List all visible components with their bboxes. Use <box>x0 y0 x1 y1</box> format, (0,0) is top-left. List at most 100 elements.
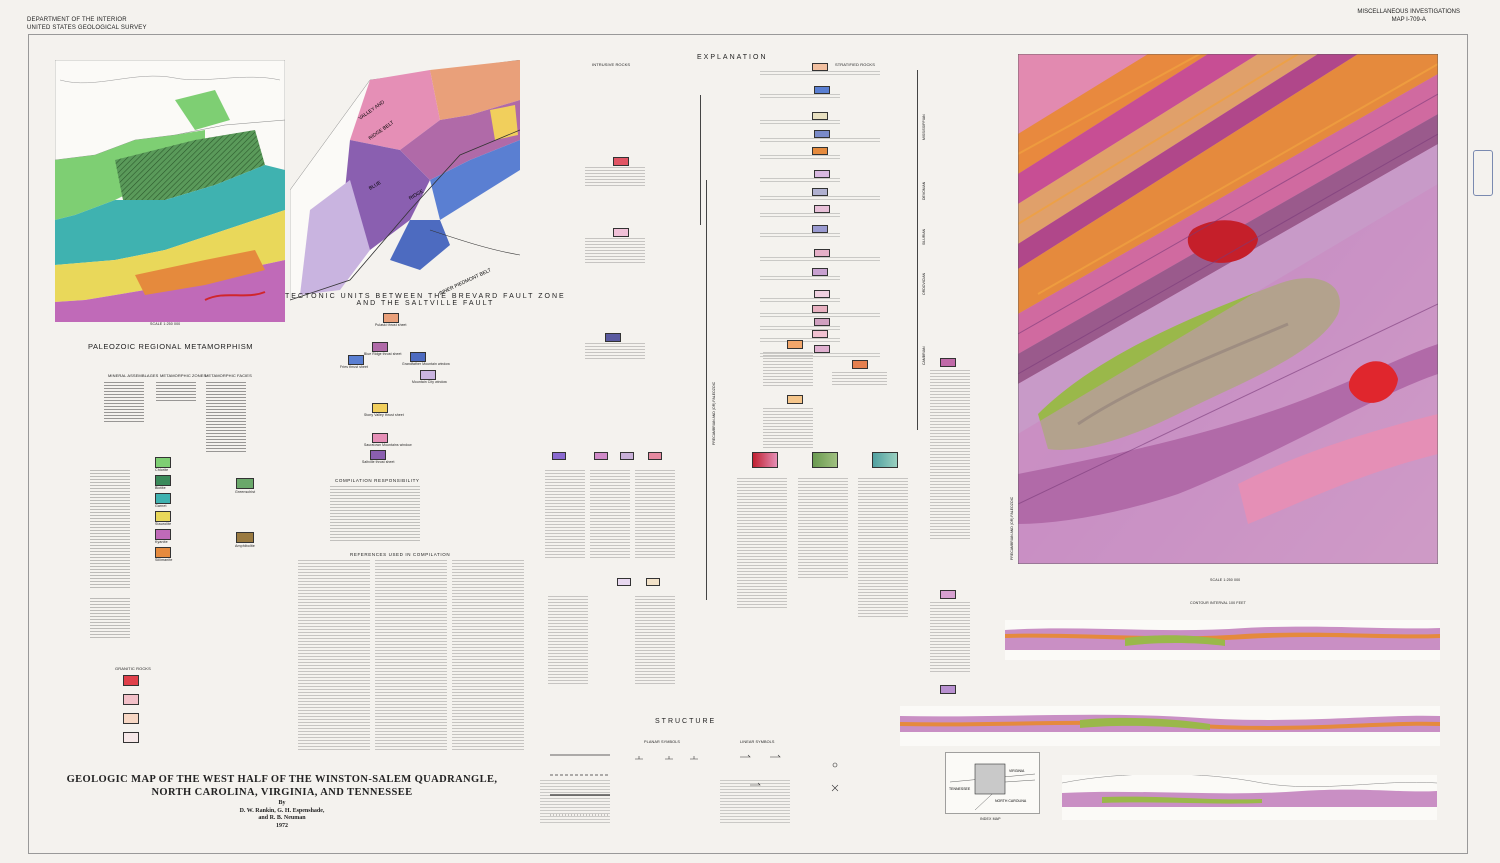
references-heading: REFERENCES USED IN COMPILATION <box>350 552 451 557</box>
strat-unit-text-4 <box>760 155 840 160</box>
ridge-line-2 <box>1018 54 1299 225</box>
facies-swatch-greenschist <box>236 478 254 489</box>
strat-unit-text-2 <box>760 120 840 125</box>
index-quadrangle-box <box>974 763 1006 795</box>
fries-sheet-area <box>430 140 520 220</box>
agency-line-2: UNITED STATES GEOLOGICAL SURVEY <box>27 25 147 31</box>
spring-hampton-swatch <box>787 340 803 349</box>
library-stamp-icon <box>1473 150 1493 196</box>
tectonic-map: VALLEY AND RIDGE BELT BLUE RIDGE INNER P… <box>290 60 520 301</box>
lineation-symbol-3 <box>750 782 761 786</box>
zone-swatch-sillimanite <box>155 547 171 558</box>
symbol-notes-text <box>90 598 130 638</box>
lineation-symbol-2 <box>770 754 781 758</box>
compilation-text <box>330 486 420 541</box>
granitic-rocks-heading: GRANITIC ROCKS <box>115 666 151 671</box>
zone-label-staurolite: Staurolite <box>155 522 172 526</box>
map-title-line-2: NORTH CAROLINA, VIRGINIA, AND TENNESSEE <box>151 787 413 798</box>
map-title: GEOLOGIC MAP OF THE WEST HALF OF THE WIN… <box>52 773 512 799</box>
sillimanite-schist-swatch <box>940 685 956 694</box>
migmatite-swatch <box>940 590 956 599</box>
crossnore-swatch-3 <box>620 452 634 460</box>
elk-park-col-2 <box>635 596 675 686</box>
map-title-line-1: GEOLOGIC MAP OF THE WEST HALF OF THE WIN… <box>66 774 498 785</box>
migmatite-text <box>930 602 970 672</box>
strat-unit-swatch-6 <box>812 188 828 196</box>
series-header: MISCELLANEOUS INVESTIGATIONS MAP I-709-A <box>1357 8 1460 24</box>
sillimanite-zone-area <box>135 250 265 295</box>
unit-swatch-granite <box>613 228 629 237</box>
elk-park-col-1 <box>548 596 588 686</box>
intrusive-rocks-heading: INTRUSIVE ROCKS <box>592 62 631 67</box>
main-map-scale: SCALE 1:250 000 <box>1210 578 1241 582</box>
authors-by: By <box>278 800 286 806</box>
garnet-zone-area <box>55 165 285 265</box>
intrusive-col-2 <box>590 470 630 560</box>
zone-label-sillimanite: Sillimanite <box>155 558 173 562</box>
section-c-arc <box>1062 775 1437 787</box>
strat-unit-text-15 <box>760 353 880 358</box>
metamorphism-col-1: MINERAL ASSEMBLAGES <box>108 373 159 378</box>
tectonic-swatch-4 <box>420 370 436 380</box>
section-a-band-green <box>1125 635 1225 646</box>
main-geologic-map <box>1018 54 1438 564</box>
tectonic-title-line-2: AND THE SALTVILLE FAULT <box>356 300 495 307</box>
red-pluton-south <box>1348 361 1398 403</box>
grandfather-window-area <box>390 220 450 270</box>
map-authors: By D. W. Rankin, G. H. Espenshade, and R… <box>52 800 512 830</box>
quarry-symbol <box>832 762 838 768</box>
strat-unit-text-0 <box>760 71 880 76</box>
ultramafic-text <box>585 343 645 361</box>
metamorphism-title: PALEOZOIC REGIONAL METAMORPHISM <box>88 342 254 351</box>
metamorphism-scale: SCALE 1:250 000 <box>150 322 181 326</box>
unit-swatch-ultramafic <box>605 333 621 342</box>
mountain-city-window-area <box>300 180 370 295</box>
chlorite-inlier-area <box>175 90 230 130</box>
main-map-contour-interval: CONTOUR INTERVAL 100 FEET <box>1190 601 1246 605</box>
strat-unit-text-11 <box>760 298 840 303</box>
strat-unit-swatch-14 <box>812 330 828 338</box>
explanation-heading: EXPLANATION <box>697 54 768 61</box>
strat-unit-swatch-12 <box>812 305 828 313</box>
stony-valley-area <box>490 105 518 140</box>
gneiss-text <box>930 370 970 540</box>
unicoi-text <box>763 408 813 448</box>
strat-unit-swatch-2 <box>812 112 828 120</box>
granite-swatch-4 <box>123 732 139 743</box>
chilhowee-text <box>832 372 887 386</box>
blue-ridge-sheet-area <box>400 100 520 180</box>
southern-purple-band <box>1018 344 1438 524</box>
lineation-symbol-1 <box>740 754 751 758</box>
metamorphism-col-3: METAMORPHIC FACIES <box>205 373 252 378</box>
section-b-band-green <box>1080 717 1210 730</box>
zone-label-chlorite: Chlorite <box>155 468 169 472</box>
period-cambrian: CAMBRIAN <box>922 346 926 365</box>
zone-swatch-garnet <box>155 493 171 504</box>
index-label-north-carolina: NORTH CAROLINA <box>995 799 1027 803</box>
structure-heading: STRUCTURE <box>655 718 717 725</box>
ridge-line-3 <box>1037 63 1438 295</box>
references-col-2 <box>375 560 447 750</box>
unicoi-swatch <box>787 395 803 404</box>
elk-park-swatch-2 <box>646 578 660 586</box>
strat-unit-swatch-15 <box>814 345 830 353</box>
mine-symbol <box>831 784 839 792</box>
elk-park-swatch-1 <box>617 578 631 586</box>
strike-dip-symbol-3 <box>690 756 698 760</box>
strat-unit-swatch-10 <box>812 268 828 276</box>
assemblage-list-text <box>90 470 130 590</box>
zone-swatch-chlorite <box>155 457 171 468</box>
zone-label-garnet: Garnet <box>155 504 167 508</box>
timescale-line-upper <box>700 95 701 225</box>
state-boundary-line <box>59 75 281 84</box>
timescale-line-right <box>917 70 918 430</box>
planar-symbols-heading: PLANAR SYMBOLS <box>644 740 681 744</box>
agency-header: DEPARTMENT OF THE INTERIOR UNITED STATES… <box>27 16 147 32</box>
metamorphism-map <box>55 60 285 322</box>
mineral-assemblage-text <box>104 382 144 424</box>
tectonic-swatch-6 <box>372 433 388 443</box>
tectonic-swatch-3 <box>348 355 364 365</box>
references-col-3 <box>452 560 524 750</box>
brevard-fault-line <box>290 129 520 301</box>
gneiss-swatch <box>940 358 956 367</box>
